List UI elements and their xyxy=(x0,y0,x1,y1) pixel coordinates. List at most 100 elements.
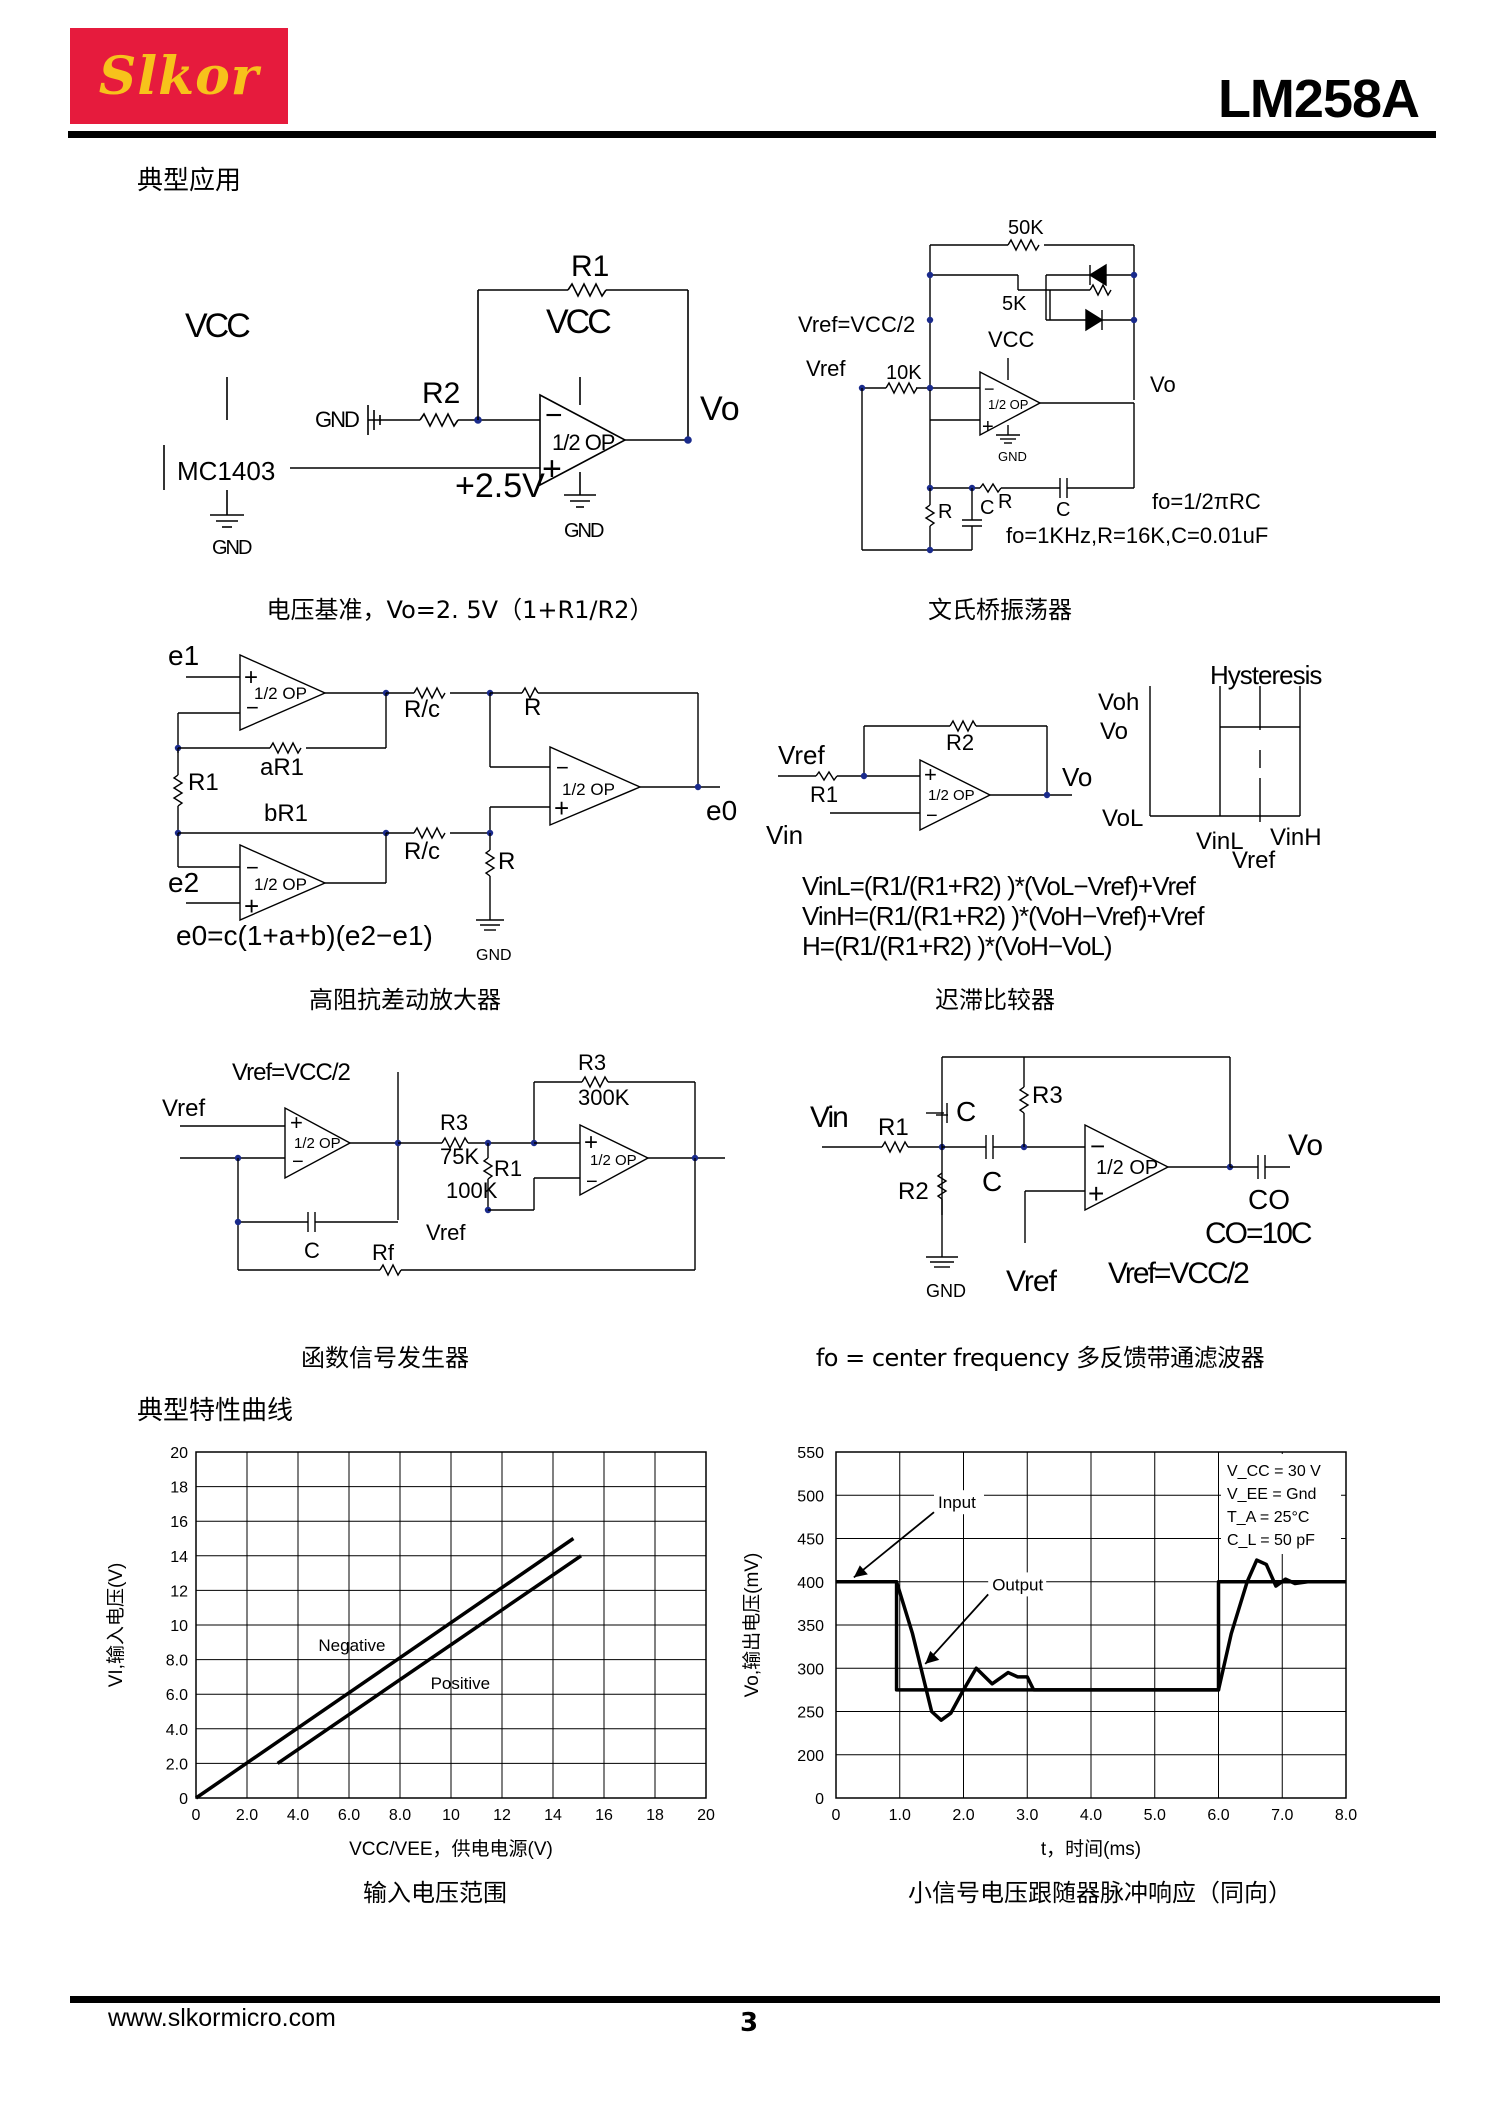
gnd-label-6: GND xyxy=(926,1281,966,1301)
condition-text: T_A = 25°C xyxy=(1227,1509,1309,1526)
chip-label: MC1403 xyxy=(177,456,275,486)
op1-label: 1/2 OP xyxy=(254,684,307,703)
vref-label-fg-2: Vref xyxy=(426,1220,466,1245)
section-typical-applications: 典型应用 xyxy=(137,166,242,196)
caption-chart-1: 输入电压范围 xyxy=(363,1879,507,1907)
svg-text:−: − xyxy=(246,695,259,720)
fo-eq-label: fo=1/2πRC xyxy=(1152,489,1261,514)
op1-label-fg: 1/2 OP xyxy=(294,1135,341,1152)
r3-label-bp: R3 xyxy=(1032,1082,1063,1109)
vref-label: Vref xyxy=(806,356,846,381)
vcc-label: VCC xyxy=(185,307,250,345)
v25-label: +2.5V xyxy=(455,467,545,505)
x-tick-label: 1.0 xyxy=(889,1807,911,1824)
x-tick-label: 8.0 xyxy=(1335,1807,1357,1824)
r1-label-hyst: R1 xyxy=(810,782,838,807)
r50k-label: 50K xyxy=(1008,217,1044,239)
x-tick-label: 3.0 xyxy=(1016,1807,1038,1824)
rc1-label: R/c xyxy=(404,696,440,723)
x-tick-label: 0 xyxy=(832,1807,841,1824)
page-number: 3 xyxy=(740,2008,759,2038)
r3-label-fg-2: R3 xyxy=(578,1050,606,1075)
vo-label: Vo xyxy=(700,390,740,428)
opamp-label-2: 1/2 OP xyxy=(988,397,1028,412)
y-tick-label: 6.0 xyxy=(166,1687,188,1704)
vo-label-hyst: Vo xyxy=(1062,762,1092,792)
r1-label-bp: R1 xyxy=(878,1114,909,1141)
series-line-output xyxy=(836,1558,1346,1722)
r100k-label: 100K xyxy=(446,1178,498,1203)
r1-label: R1 xyxy=(571,250,609,283)
vinl-equation: VinL=(R1/(R1+R2) )*(VoL−Vref)+Vref xyxy=(802,871,1197,901)
co-label: CO xyxy=(1248,1184,1290,1215)
c-label-wien-2: C xyxy=(980,497,994,519)
vcc-label-2: VCC xyxy=(546,303,611,341)
svg-text:−: − xyxy=(556,755,569,780)
r-label-diff-1: R xyxy=(524,694,541,721)
logo-text: Slkor xyxy=(98,45,260,107)
x-tick-label: 0 xyxy=(192,1807,201,1824)
op2-label: 1/2 OP xyxy=(254,875,307,894)
h-equation: H=(R1/(R1+R2) )*(VoH−VoL) xyxy=(802,931,1112,961)
vref-eq-label-bp: Vref=VCC/2 xyxy=(1108,1257,1249,1290)
r10k-label: 10K xyxy=(886,362,922,384)
x-tick-label: 2.0 xyxy=(236,1807,258,1824)
svg-text:−: − xyxy=(586,1171,598,1193)
svg-text:−: − xyxy=(926,805,938,827)
e1-label: e1 xyxy=(168,640,199,671)
vref-label-hyst: Vref xyxy=(778,740,825,770)
series-line-positive xyxy=(276,1554,583,1765)
vref-eq-label-fg: Vref=VCC/2 xyxy=(232,1059,350,1086)
annotation-bg-input xyxy=(934,1490,984,1515)
r75k-label: 75K xyxy=(440,1144,479,1169)
condition-text: V_CC = 30 V xyxy=(1227,1463,1321,1480)
x-tick-label: 4.0 xyxy=(1080,1807,1102,1824)
r2-label: R2 xyxy=(422,377,460,410)
vin-label-bp: Vin xyxy=(810,1101,847,1134)
function-generator-circuit: Vref=VCC/2 Vref + − 1/2 OP R3 75K R1 100… xyxy=(162,1050,725,1277)
y-tick-label: 2.0 xyxy=(166,1756,188,1773)
r5k-label: 5K xyxy=(1002,293,1027,315)
svg-text:−: − xyxy=(984,379,995,399)
series-label-positive: Positive xyxy=(431,1674,491,1693)
y-tick-label: 550 xyxy=(797,1445,824,1462)
svg-text:+: + xyxy=(290,1110,303,1135)
y-tick-label: 400 xyxy=(797,1575,824,1592)
e2-label: e2 xyxy=(168,867,199,898)
annotation-output: Output xyxy=(992,1575,1043,1594)
svg-text:+: + xyxy=(244,891,259,921)
caption-differential-amplifier: 高阻抗差动放大器 xyxy=(309,986,501,1014)
r2-label-hyst: R2 xyxy=(946,730,974,755)
y-tick-label: 0 xyxy=(815,1791,824,1808)
y-tick-label: 12 xyxy=(170,1583,188,1600)
x-tick-label: 14 xyxy=(544,1807,562,1824)
condition-text: V_EE = Gnd xyxy=(1227,1486,1316,1503)
section-typical-curves: 典型特性曲线 xyxy=(137,1396,294,1426)
c-label-fg: C xyxy=(304,1238,320,1263)
y-tick-label: 4.0 xyxy=(166,1722,188,1739)
br1-label: bR1 xyxy=(264,800,308,827)
vref-label-hyst-2: Vref xyxy=(1232,847,1275,874)
caption-chart-2: 小信号电压跟随器脉冲响应（同向） xyxy=(908,1879,1292,1907)
y-tick-label: 10 xyxy=(170,1618,188,1635)
y-tick-label: 14 xyxy=(170,1549,188,1566)
r-label-wien-1: R xyxy=(998,491,1012,513)
gnd-label-3: GND xyxy=(564,520,604,542)
r-label-diff-2: R xyxy=(498,848,515,875)
brand-logo: Slkor xyxy=(70,28,288,124)
r300k-label: 300K xyxy=(578,1085,630,1110)
op3-label: 1/2 OP xyxy=(562,780,615,799)
c-label-bp-1: C xyxy=(956,1096,976,1127)
svg-text:+: + xyxy=(584,1129,598,1156)
footer-url[interactable]: www.slkormicro.com xyxy=(108,2004,336,2032)
svg-text:+: + xyxy=(924,762,937,787)
x-tick-label: 8.0 xyxy=(389,1807,411,1824)
vo-label-2: Vo xyxy=(1150,372,1176,397)
caption-voltage-reference: 电压基准，Vo=2. 5V（1+R1/R2） xyxy=(266,596,654,624)
vref-label-bp: Vref xyxy=(1006,1265,1058,1298)
diff-eq-label: e0=c(1+a+b)(e2−e1) xyxy=(176,920,433,951)
x-tick-label: 12 xyxy=(493,1807,511,1824)
opamp-minus: − xyxy=(545,399,563,432)
